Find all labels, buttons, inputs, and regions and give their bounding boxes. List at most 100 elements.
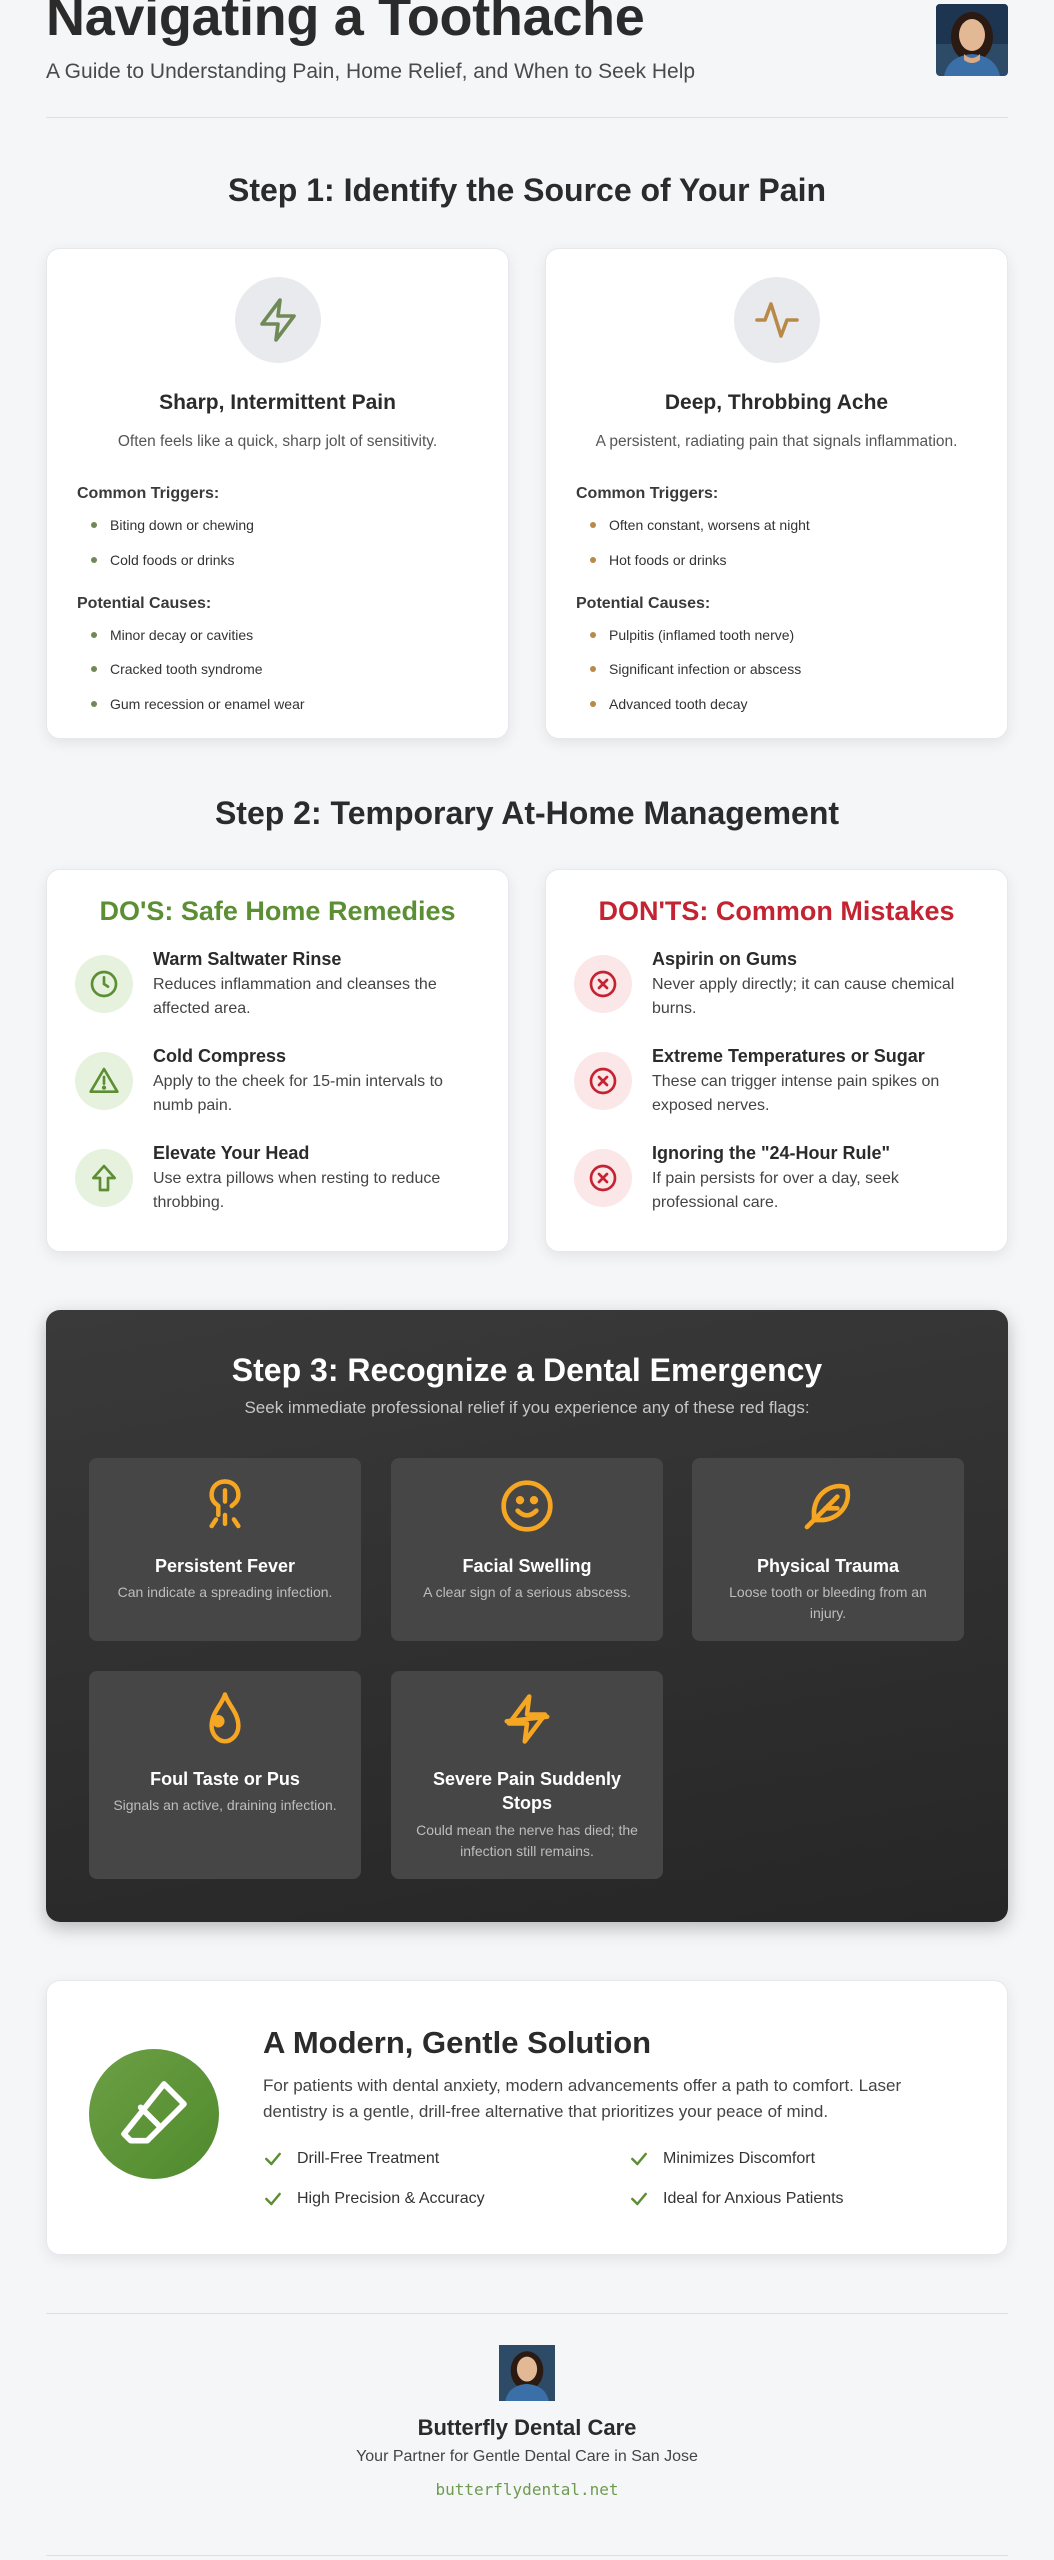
- x-circle-icon: [574, 1149, 632, 1207]
- smile-icon: [391, 1476, 663, 1536]
- causes-label: Potential Causes:: [576, 594, 711, 612]
- avatar: [499, 2345, 555, 2401]
- list-item: Hot foods or drinks: [576, 552, 977, 569]
- feature-item: Minimizes Discomfort: [629, 2149, 815, 2169]
- pain-card-description: A persistent, radiating pain that signal…: [595, 433, 958, 450]
- list-item: Gum recession or enamel wear: [77, 696, 478, 713]
- list-item: Often constant, worsens at night: [576, 517, 977, 534]
- red-flag-card: Persistent Fever Can indicate a spreadin…: [89, 1458, 361, 1641]
- feature-item: Ideal for Anxious Patients: [629, 2189, 844, 2209]
- list-item: Minor decay or cavities: [77, 627, 478, 644]
- red-flag-description: Signals an active, draining infection.: [113, 1797, 337, 1814]
- feature-label: Ideal for Anxious Patients: [663, 2190, 844, 2207]
- mistake-name: Ignoring the "24-Hour Rule": [652, 1143, 891, 1163]
- practice-tagline: Your Partner for Gentle Dental Care in S…: [356, 2448, 698, 2465]
- check-icon: [629, 2189, 649, 2209]
- remedy-name: Elevate Your Head: [153, 1143, 310, 1163]
- dos-card: DO'S: Safe Home Remedies Warm Saltwater …: [46, 869, 509, 1252]
- remedy-description: Apply to the cheek for 15-min intervals …: [153, 1073, 443, 1114]
- mistake-description: Never apply directly; it can cause chemi…: [652, 976, 955, 1017]
- red-flag-title: Foul Taste or Pus: [150, 1769, 300, 1789]
- dos-title: DO'S: Safe Home Remedies: [99, 896, 456, 926]
- red-flag-description: Could mean the nerve has died; the infec…: [416, 1821, 638, 1859]
- step3-subheading: Seek immediate professional relief if yo…: [244, 1398, 810, 1417]
- list-item: Elevate Your Head Use extra pillows when…: [75, 1143, 480, 1240]
- website-link[interactable]: butterflydental.net: [435, 2480, 619, 2499]
- list-item: Extreme Temperatures or Sugar These can …: [574, 1046, 979, 1143]
- red-flag-description: Can indicate a spreading infection.: [117, 1584, 333, 1601]
- avatar: [936, 4, 1008, 76]
- mistake-name: Extreme Temperatures or Sugar: [652, 1046, 925, 1066]
- eraser-icon: [89, 2049, 219, 2179]
- mistake-description: If pain persists for over a day, seek pr…: [652, 1170, 899, 1211]
- pain-card-title: Sharp, Intermittent Pain: [159, 391, 396, 414]
- feature-label: Minimizes Discomfort: [663, 2150, 816, 2167]
- red-flag-title: Facial Swelling: [462, 1556, 592, 1576]
- solution-card: A Modern, Gentle Solution For patients w…: [46, 1980, 1008, 2255]
- triggers-list: Biting down or chewing Cold foods or dri…: [77, 517, 478, 569]
- red-flag-card: Physical Trauma Loose tooth or bleeding …: [692, 1458, 964, 1641]
- pulse-icon: [733, 277, 820, 363]
- list-item: Biting down or chewing: [77, 517, 478, 534]
- list-item: Pulpitis (inflamed tooth nerve): [576, 627, 977, 644]
- triggers-list: Often constant, worsens at night Hot foo…: [576, 517, 977, 569]
- feature-label: Drill-Free Treatment: [297, 2150, 440, 2167]
- red-flag-card: Foul Taste or Pus Signals an active, dra…: [89, 1671, 361, 1879]
- sharp-pain-card: Sharp, Intermittent Pain Often feels lik…: [46, 248, 509, 739]
- red-flag-title: Persistent Fever: [154, 1556, 296, 1576]
- step1-heading: Step 1: Identify the Source of Your Pain: [227, 172, 826, 208]
- triggers-label: Common Triggers:: [77, 485, 220, 502]
- zap-off-icon: [391, 1689, 663, 1749]
- list-item: Significant infection or abscess: [576, 661, 977, 678]
- page-subtitle: A Guide to Understanding Pain, Home Reli…: [46, 60, 696, 83]
- step2-heading: Step 2: Temporary At-Home Management: [214, 795, 840, 831]
- list-item: Cracked tooth syndrome: [77, 661, 478, 678]
- practice-name: Butterfly Dental Care: [417, 2415, 637, 2440]
- red-flag-card: Facial Swelling A clear sign of a seriou…: [391, 1458, 663, 1641]
- check-icon: [263, 2189, 283, 2209]
- donts-card: DON'TS: Common Mistakes Aspirin on Gums …: [545, 869, 1008, 1252]
- check-icon: [263, 2149, 283, 2169]
- causes-list: Pulpitis (inflamed tooth nerve) Signific…: [576, 627, 977, 713]
- x-circle-icon: [574, 955, 632, 1013]
- pain-card-title: Deep, Throbbing Ache: [664, 391, 889, 414]
- remedy-name: Warm Saltwater Rinse: [153, 949, 342, 969]
- x-circle-icon: [574, 1052, 632, 1110]
- mistake-description: These can trigger intense pain spikes on…: [652, 1073, 940, 1114]
- remedy-name: Cold Compress: [153, 1046, 287, 1066]
- solution-description: For patients with dental anxiety, modern…: [263, 2076, 902, 2121]
- feather-icon: [692, 1476, 964, 1536]
- droplet-icon: [89, 1689, 361, 1749]
- red-flag-description: A clear sign of a serious abscess.: [423, 1584, 631, 1601]
- list-item: Ignoring the "24-Hour Rule" If pain pers…: [574, 1143, 979, 1240]
- list-item: Cold foods or drinks: [77, 552, 478, 569]
- step3-heading: Step 3: Recognize a Dental Emergency: [231, 1352, 823, 1388]
- arrow-up-icon: [75, 1149, 133, 1207]
- red-flag-description: Loose tooth or bleeding from an injury.: [729, 1584, 927, 1622]
- emergency-panel: Step 3: Recognize a Dental Emergency See…: [46, 1310, 1008, 1922]
- warning-icon: [75, 1052, 133, 1110]
- list-item: Cold Compress Apply to the cheek for 15-…: [75, 1046, 480, 1143]
- throbbing-pain-card: Deep, Throbbing Ache A persistent, radia…: [545, 248, 1008, 739]
- list-item: Warm Saltwater Rinse Reduces inflammatio…: [75, 949, 480, 1046]
- list-item: Advanced tooth decay: [576, 696, 977, 713]
- check-icon: [629, 2149, 649, 2169]
- page-title: Navigating a Toothache: [46, 0, 645, 47]
- feature-item: Drill-Free Treatment: [263, 2149, 439, 2169]
- feature-label: High Precision & Accuracy: [297, 2190, 485, 2207]
- mistake-name: Aspirin on Gums: [652, 949, 798, 969]
- remedy-description: Use extra pillows when resting to reduce…: [153, 1170, 441, 1211]
- causes-label: Potential Causes:: [77, 594, 212, 612]
- lightning-icon: [234, 277, 321, 363]
- clock-icon: [75, 955, 133, 1013]
- thermometer-icon: [89, 1476, 361, 1536]
- red-flag-title: Severe Pain Suddenly Stops: [432, 1769, 622, 1814]
- page-footer: Butterfly Dental Care Your Partner for G…: [46, 2313, 1008, 2556]
- pain-card-description: Often feels like a quick, sharp jolt of …: [117, 433, 438, 450]
- list-item: Aspirin on Gums Never apply directly; it…: [574, 949, 979, 1046]
- donts-title: DON'TS: Common Mistakes: [598, 896, 955, 926]
- causes-list: Minor decay or cavities Cracked tooth sy…: [77, 627, 478, 713]
- red-flag-card: Severe Pain Suddenly Stops Could mean th…: [391, 1671, 663, 1879]
- red-flag-title: Physical Trauma: [756, 1556, 900, 1576]
- feature-item: High Precision & Accuracy: [263, 2189, 485, 2209]
